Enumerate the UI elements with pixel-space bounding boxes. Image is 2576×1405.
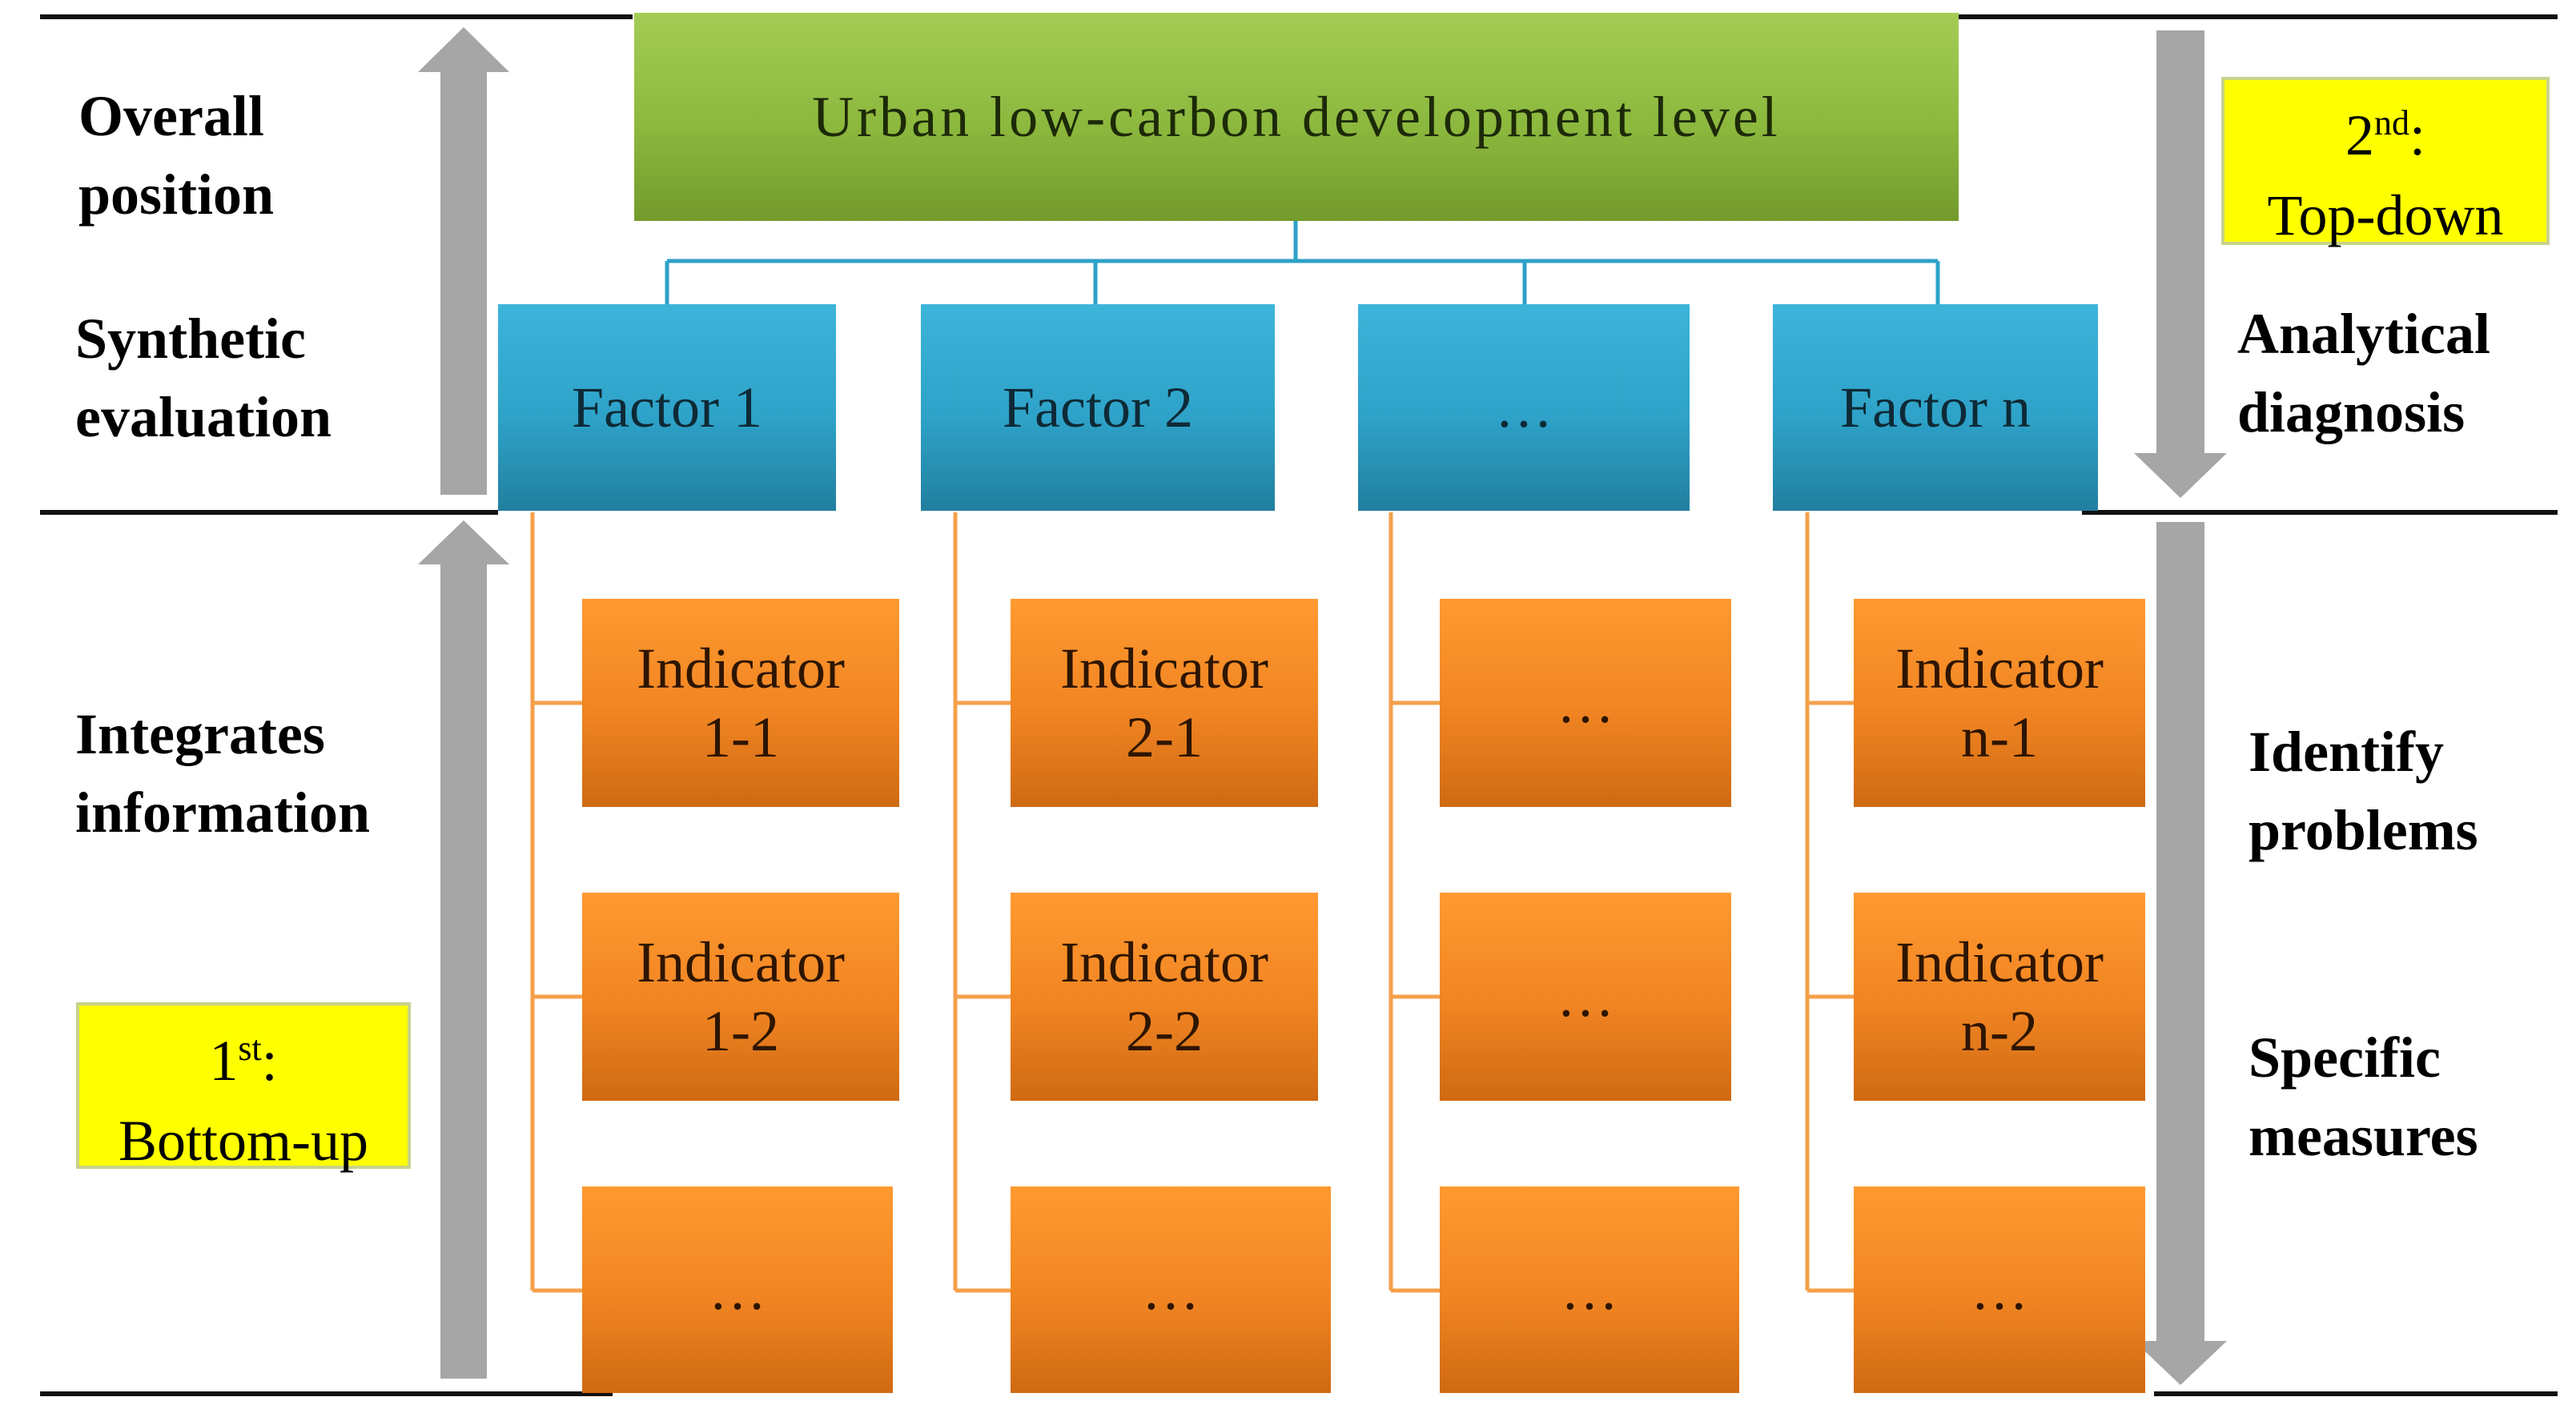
indicator-label: … [709, 1257, 766, 1322]
indicator-box-1-2: Indicator 1-2 [582, 893, 899, 1101]
second-step-number: 2 [2345, 103, 2374, 167]
first-step-box: 1st: Bottom-up [76, 1002, 411, 1173]
up-arrow-bottom-left [418, 520, 509, 1379]
specific-measures-label: Specific measures [2248, 1026, 2478, 1168]
second-step-colon: : [2409, 103, 2425, 167]
first-step-heading: 1st: [79, 1009, 408, 1101]
indicator-label: Indicator n-2 [1895, 929, 2104, 1063]
indicator-box-1-3: … [582, 1186, 893, 1393]
indicator-box-n-3: … [1854, 1186, 2145, 1393]
bottom-rule-right [2154, 1391, 2558, 1396]
indicator-box-3-2: … [1440, 893, 1731, 1101]
synthetic-evaluation-label: Synthetic evaluation [75, 307, 332, 449]
up-arrow-top-left [418, 27, 509, 495]
factor-connectors [665, 221, 1940, 304]
factor-box-ellipsis: … [1358, 304, 1690, 511]
bottom-rule-left [40, 1391, 613, 1396]
second-step-suffix: nd [2373, 103, 2409, 143]
factor-box-n: Factor n [1773, 304, 2098, 511]
factor-label: … [1495, 375, 1553, 440]
second-step-box: 2nd: Top-down [2221, 77, 2550, 247]
overall-position-label: Overall position [78, 84, 275, 227]
indicator-label: Indicator 1-2 [637, 929, 845, 1063]
indicator-label: Indicator n-1 [1895, 636, 2104, 769]
middle-rule-right [2082, 510, 2558, 515]
indicator-box-n-2: Indicator n-2 [1854, 893, 2145, 1101]
goal-label: Urban low-carbon development level [812, 84, 1781, 149]
middle-rule-left [40, 510, 498, 515]
indicator-connectors [530, 512, 1854, 1293]
indicator-label: … [1557, 670, 1614, 735]
goal-box: Urban low-carbon development level [634, 13, 1959, 221]
indicator-box-3-3: … [1440, 1186, 1739, 1393]
factor-label: Factor 2 [1003, 375, 1193, 440]
first-step-colon: : [261, 1029, 278, 1093]
identify-problems-label: Identify problems [2248, 720, 2478, 862]
indicator-label: Indicator 2-1 [1060, 636, 1268, 769]
second-step-heading: 2nd: [2224, 83, 2546, 175]
indicator-box-n-1: Indicator n-1 [1854, 599, 2145, 807]
indicator-box-2-3: … [1011, 1186, 1331, 1393]
factor-label: Factor n [1840, 375, 2031, 440]
indicator-box-1-1: Indicator 1-1 [582, 599, 899, 807]
second-step-text: Top-down [2267, 183, 2504, 247]
factor-box-2: Factor 2 [921, 304, 1275, 511]
first-step-number: 1 [209, 1029, 239, 1093]
indicator-box-2-2: Indicator 2-2 [1011, 893, 1318, 1101]
indicator-box-3-1: … [1440, 599, 1731, 807]
indicator-label: … [1971, 1257, 2028, 1322]
top-rule-right [1959, 14, 2558, 19]
first-step-suffix: st [238, 1029, 262, 1068]
analytical-diagnosis-label: Analytical diagnosis [2237, 302, 2490, 444]
factor-label: Factor 1 [572, 375, 762, 440]
down-arrow-bottom-right [2134, 522, 2227, 1385]
first-step-text: Bottom-up [118, 1109, 368, 1173]
indicator-label: … [1557, 964, 1614, 1029]
factor-box-1: Factor 1 [498, 304, 836, 511]
indicator-label: Indicator 1-1 [637, 636, 845, 769]
indicator-label: … [1142, 1257, 1200, 1322]
indicator-label: … [1561, 1257, 1618, 1322]
integrates-information-label: Integrates information [75, 702, 370, 845]
indicator-label: Indicator 2-2 [1060, 929, 1268, 1063]
top-rule-left [40, 14, 633, 19]
indicator-box-2-1: Indicator 2-1 [1011, 599, 1318, 807]
down-arrow-top-right [2134, 30, 2227, 498]
